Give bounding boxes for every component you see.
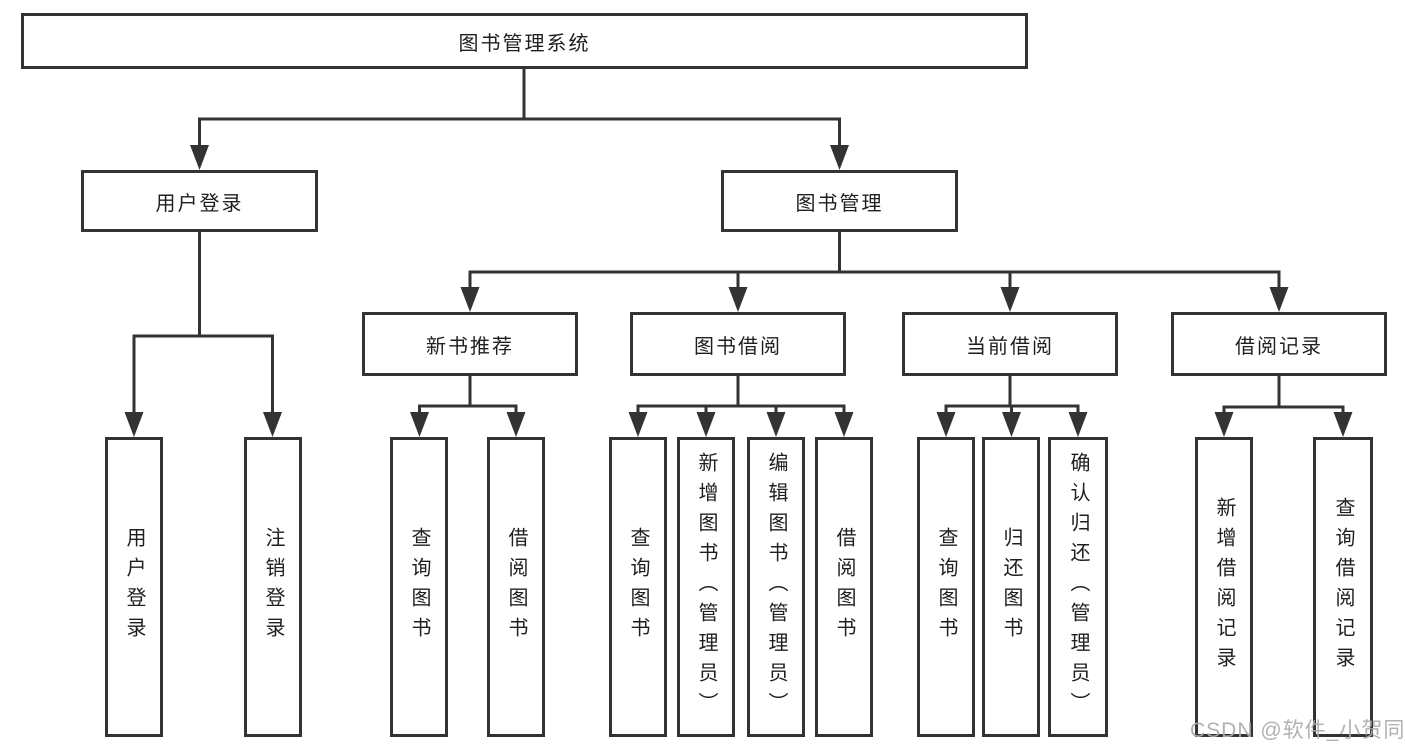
node-root: 图书管理系统 xyxy=(21,13,1028,69)
branch-user-login: 用户登录 xyxy=(81,170,318,232)
leaf-add-book-admin: 新增图书（管理员） xyxy=(677,437,735,737)
leaf-add-borrow-record: 新增借阅记录 xyxy=(1195,437,1253,737)
node-book-borrow: 图书借阅 xyxy=(630,312,846,376)
leaf-query-books-recommend: 查询图书 xyxy=(390,437,448,737)
leaf-confirm-return-admin: 确认归还（管理员） xyxy=(1048,437,1108,737)
leaf-borrow-books-recommend: 借阅图书 xyxy=(487,437,545,737)
watermark: CSDN @软件_小贺同学 xyxy=(1190,719,1405,742)
node-new-book-recommend: 新书推荐 xyxy=(362,312,578,376)
leaf-query-books-borrow: 查询图书 xyxy=(609,437,667,737)
leaf-borrow-books-2: 借阅图书 xyxy=(815,437,873,737)
node-current-borrow: 当前借阅 xyxy=(902,312,1118,376)
leaf-return-book: 归还图书 xyxy=(982,437,1040,737)
branch-book-management: 图书管理 xyxy=(721,170,958,232)
leaf-query-books-current: 查询图书 xyxy=(917,437,975,737)
leaf-logout: 注销登录 xyxy=(244,437,302,737)
leaf-edit-book-admin: 编辑图书（管理员） xyxy=(747,437,805,737)
node-borrow-records: 借阅记录 xyxy=(1171,312,1387,376)
leaf-query-borrow-record: 查询借阅记录 xyxy=(1313,437,1373,737)
leaf-user-login: 用户登录 xyxy=(105,437,163,737)
